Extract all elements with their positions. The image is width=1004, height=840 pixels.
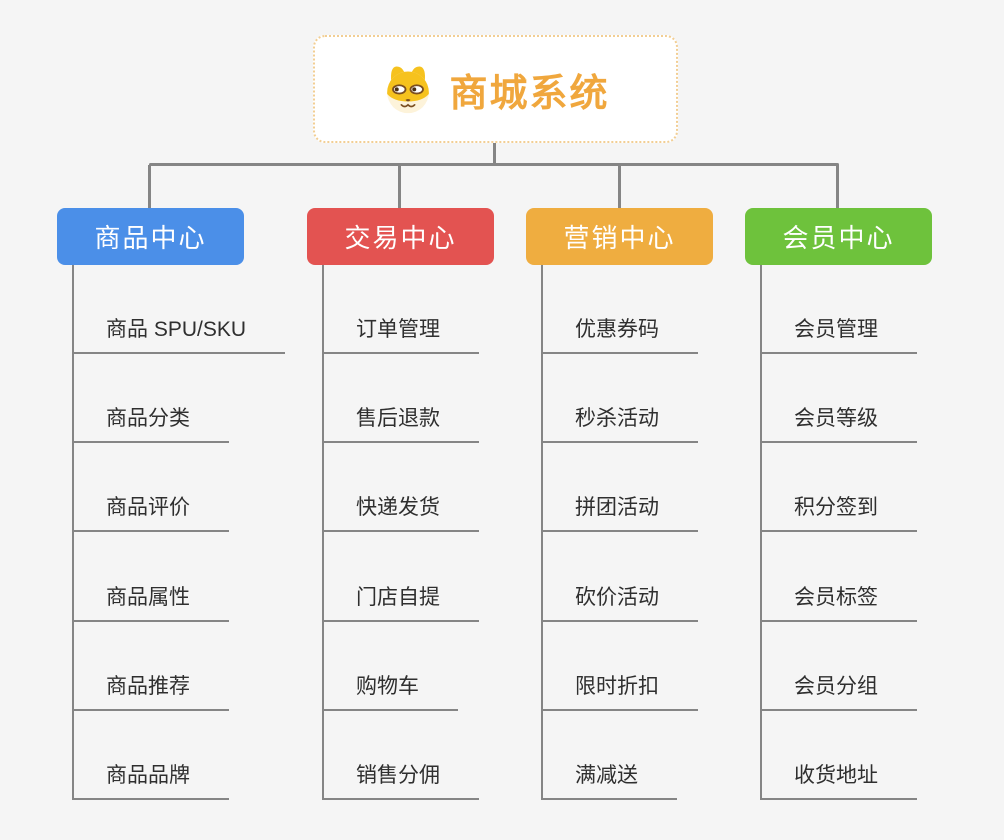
mindmap-child-node[interactable]: 会员等级 <box>762 354 917 444</box>
child-node-label: 收货地址 <box>762 759 917 800</box>
child-node-label: 门店自提 <box>324 581 479 622</box>
mindmap-child-node[interactable]: 商品评价 <box>74 443 285 533</box>
mindmap-child-node[interactable]: 会员标签 <box>762 532 917 622</box>
shiba-dog-icon <box>387 66 430 114</box>
connector-drop-marketing <box>618 165 621 208</box>
child-node-label: 拼团活动 <box>543 491 698 533</box>
mindmap-child-node[interactable]: 销售分佣 <box>324 711 479 800</box>
child-node-label: 会员标签 <box>762 581 917 622</box>
child-node-label: 商品品牌 <box>74 759 229 800</box>
branch-node-label: 营销中心 <box>563 223 676 253</box>
mindmap-child-node[interactable]: 订单管理 <box>324 265 479 355</box>
child-node-label: 商品属性 <box>74 581 229 622</box>
child-node-label: 满减送 <box>543 759 677 800</box>
child-node-label: 商品 SPU/SKU <box>74 313 286 355</box>
child-node-label: 会员管理 <box>762 313 917 355</box>
mindmap-child-node[interactable]: 限时折扣 <box>543 622 698 711</box>
child-node-label: 订单管理 <box>324 313 479 355</box>
child-node-label: 积分签到 <box>762 491 917 533</box>
branch-node-product-center[interactable]: 商品中心 <box>57 208 244 265</box>
connector-root-stub <box>493 143 496 164</box>
connector-drop-products <box>148 165 151 208</box>
branch-spine-product-center: 商品 SPU/SKU 商品分类商品评价商品属性商品推荐商品品牌 <box>72 265 286 800</box>
child-node-label: 商品分类 <box>74 402 229 444</box>
mindmap-child-node[interactable]: 商品分类 <box>74 354 285 444</box>
mindmap-child-node[interactable]: 秒杀活动 <box>543 354 698 444</box>
mindmap-child-node[interactable]: 会员分组 <box>762 622 917 711</box>
branch-node-marketing-center[interactable]: 营销中心 <box>526 208 713 265</box>
branch-node-label: 交易中心 <box>344 223 457 253</box>
mindmap-child-node[interactable]: 快递发货 <box>324 443 479 533</box>
branch-spine-trade-center: 订单管理售后退款快递发货门店自提购物车销售分佣 <box>322 265 479 800</box>
child-node-label: 销售分佣 <box>324 759 479 800</box>
branch-node-trade-center[interactable]: 交易中心 <box>307 208 494 265</box>
mindmap-child-node[interactable]: 商品推荐 <box>74 622 285 711</box>
mindmap-child-node[interactable]: 优惠券码 <box>543 265 698 355</box>
mindmap-child-node[interactable]: 门店自提 <box>324 532 479 622</box>
child-node-label: 售后退款 <box>324 402 479 444</box>
mindmap-child-node[interactable]: 商品 SPU/SKU <box>74 265 286 355</box>
mindmap-child-node[interactable]: 商品品牌 <box>74 711 285 800</box>
connector-drop-trade <box>398 165 401 208</box>
child-node-label: 商品评价 <box>74 491 229 533</box>
child-node-label: 购物车 <box>324 670 458 711</box>
child-node-label: 商品推荐 <box>74 670 229 711</box>
mindmap-child-node[interactable]: 砍价活动 <box>543 532 698 622</box>
branch-node-member-center[interactable]: 会员中心 <box>745 208 932 265</box>
child-node-label: 会员分组 <box>762 670 917 711</box>
child-node-label: 会员等级 <box>762 402 917 444</box>
mindmap-child-node[interactable]: 积分签到 <box>762 443 917 533</box>
branch-node-label: 会员中心 <box>782 223 895 253</box>
connector-drop-members <box>836 165 839 208</box>
mindmap-child-node[interactable]: 拼团活动 <box>543 443 698 533</box>
mindmap-child-node[interactable]: 售后退款 <box>324 354 479 444</box>
branch-spine-member-center: 会员管理会员等级积分签到会员标签会员分组收货地址 <box>760 265 917 800</box>
mindmap-child-node[interactable]: 商品属性 <box>74 532 285 622</box>
root-node-label: 商城系统 <box>449 72 610 115</box>
root-node-mall-system[interactable]: 商城系统 <box>313 35 678 143</box>
branch-node-label: 商品中心 <box>94 223 207 253</box>
mindmap-child-node[interactable]: 会员管理 <box>762 265 917 355</box>
connector-horizontal-bar <box>149 163 839 166</box>
mindmap-child-node[interactable]: 购物车 <box>324 622 479 711</box>
child-node-label: 秒杀活动 <box>543 402 698 444</box>
child-node-label: 限时折扣 <box>543 670 698 711</box>
mindmap-child-node[interactable]: 满减送 <box>543 711 698 800</box>
branch-spine-marketing-center: 优惠券码秒杀活动拼团活动砍价活动限时折扣满减送 <box>541 265 698 800</box>
child-node-label: 砍价活动 <box>543 581 698 622</box>
child-node-label: 优惠券码 <box>543 313 698 355</box>
child-node-label: 快递发货 <box>324 491 479 533</box>
mindmap-child-node[interactable]: 收货地址 <box>762 711 917 800</box>
